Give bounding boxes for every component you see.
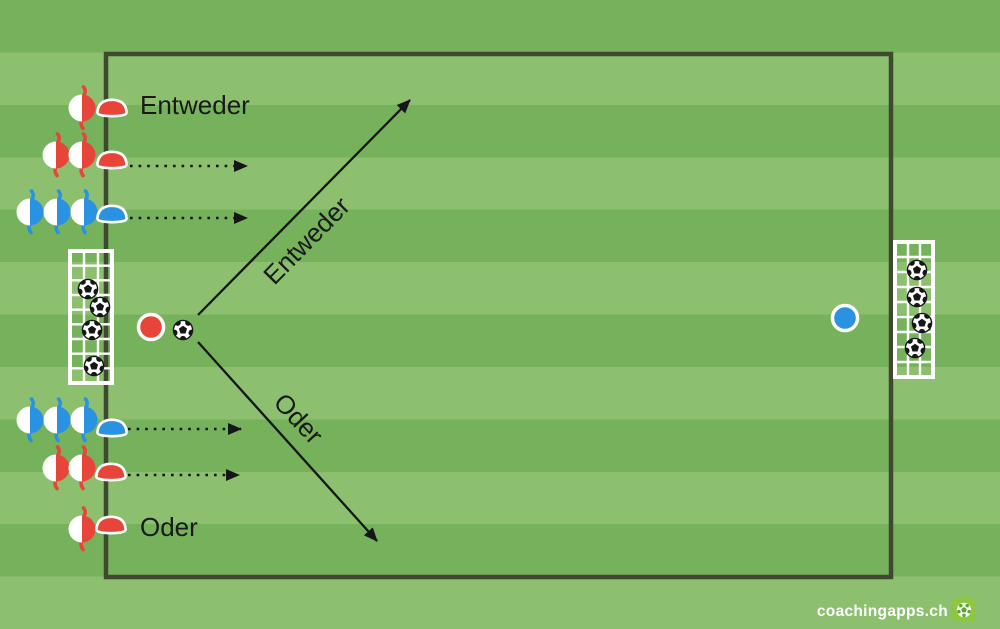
player-icon-blue (68, 189, 100, 235)
pass-arrow-oder (197, 341, 378, 542)
player-icon-blue (41, 397, 73, 443)
watermark-text: coachingapps.ch (817, 603, 948, 620)
cone-icon-red (95, 515, 127, 535)
player-icon-red (66, 132, 98, 178)
player-icon-blue (14, 189, 46, 235)
player-icon-red (40, 445, 72, 491)
red-disc-marker (136, 312, 166, 342)
player-icon-red (66, 445, 98, 491)
cone-icon-red (96, 150, 128, 170)
player-icon-red (66, 506, 98, 552)
player-icon-blue (14, 397, 46, 443)
blue-disc-marker (830, 303, 860, 333)
pitch-boundary (103, 51, 894, 580)
player-icon-blue (41, 189, 73, 235)
player-icon-red (66, 85, 98, 131)
cone-icon-red (96, 98, 128, 118)
cone-icon-blue (96, 418, 128, 438)
label-entweder-start: Entweder (140, 90, 250, 120)
soccer-ball-icon (82, 356, 105, 378)
cone-icon-blue (96, 204, 128, 224)
watermark-logo-soccer-ball-icon (952, 598, 976, 622)
player-icon-blue (68, 397, 100, 443)
label-oder-diagonal: Oder (268, 387, 330, 450)
pass-arrow-entweder (197, 99, 411, 316)
player-icon-red (40, 132, 72, 178)
label-oder-start: Oder (140, 512, 198, 542)
cone-icon-red (95, 462, 127, 482)
soccer-ball-icon (171, 320, 194, 342)
